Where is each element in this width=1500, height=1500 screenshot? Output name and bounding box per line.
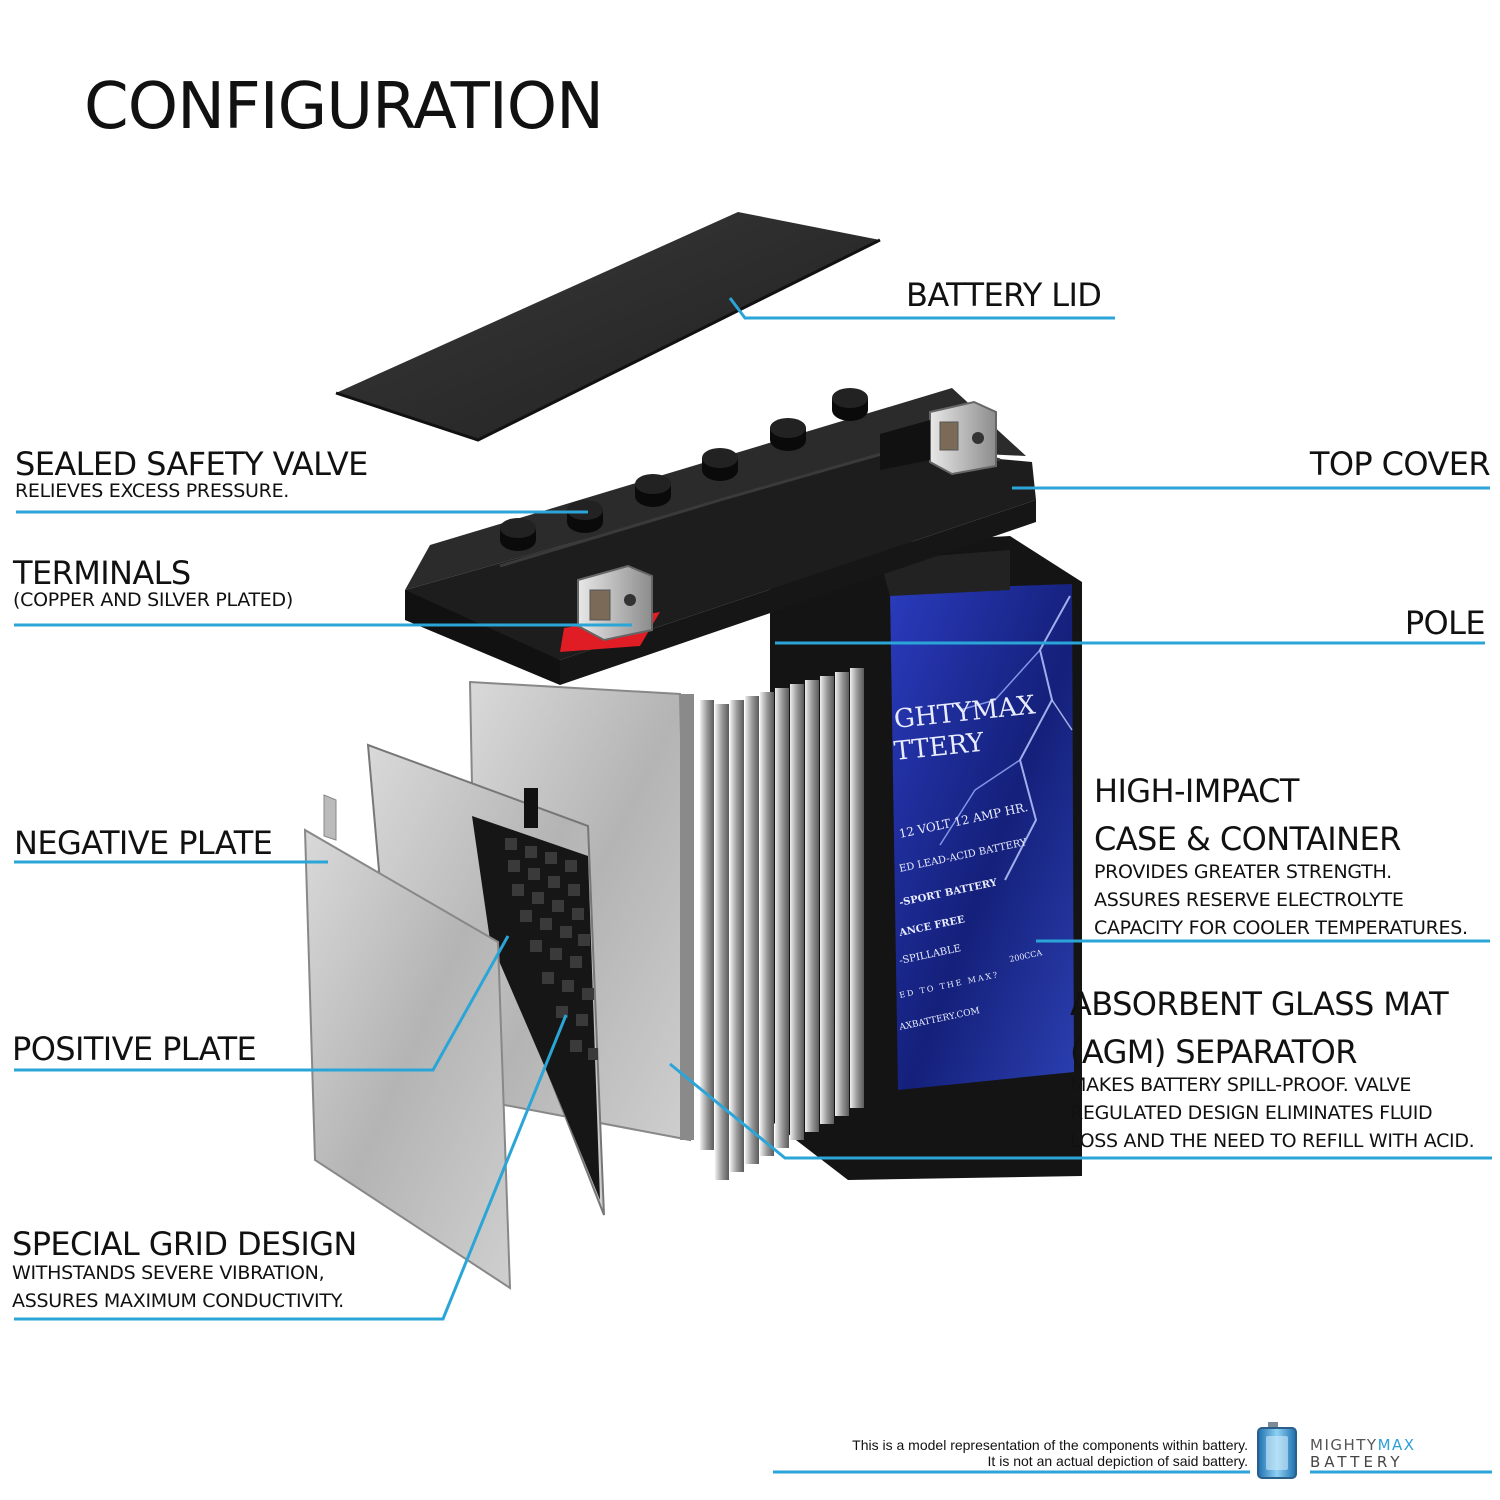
special-grid-subtext-2: ASSURES MAXIMUM CONDUCTIVITY.	[12, 1290, 344, 1312]
disclaimer-line-2: It is not an actual depiction of said ba…	[987, 1453, 1248, 1469]
callout-terminals: TERMINALS (COPPER AND SILVER PLATED)	[13, 554, 293, 614]
agm-separator-grid	[366, 743, 605, 1216]
terminal-positive	[929, 400, 997, 476]
callout-battery-lid: BATTERY LID	[906, 276, 1102, 314]
callout-sealed-valve: SEALED SAFETY VALVE RELIEVES EXCESS PRES…	[15, 445, 368, 505]
agm-subtext-2: REGULATED DESIGN ELIMINATES FLUID	[1070, 1102, 1433, 1124]
high-impact-subtext-1: PROVIDES GREATER STRENGTH.	[1094, 861, 1392, 883]
battery-icon	[1257, 1422, 1297, 1479]
callout-special-grid: SPECIAL GRID DESIGN WITHSTANDS SEVERE VI…	[12, 1225, 357, 1315]
callout-agm: ABSORBENT GLASS MAT (AGM) SEPARATOR MAKE…	[1070, 985, 1475, 1155]
logo-word-mighty: MIGHTY	[1310, 1436, 1378, 1454]
negative-plate-heading: NEGATIVE PLATE	[14, 824, 273, 862]
callout-pole: POLE	[1404, 604, 1486, 642]
callout-top-cover: TOP COVER	[1309, 445, 1491, 483]
leader-battery-lid	[728, 297, 1115, 320]
top-cover-heading: TOP COVER	[1309, 445, 1491, 483]
logo-word-battery: BATTERY	[1310, 1453, 1404, 1471]
terminals-subtext: (COPPER AND SILVER PLATED)	[13, 589, 293, 611]
high-impact-subtext-2: ASSURES RESERVE ELECTROLYTE	[1094, 889, 1404, 911]
disclaimer-line-1: This is a model representation of the co…	[852, 1437, 1248, 1453]
sealed-valve-heading: SEALED SAFETY VALVE	[15, 445, 368, 483]
callout-high-impact: HIGH-IMPACT CASE & CONTAINER PROVIDES GR…	[1094, 772, 1468, 942]
callout-negative-plate: NEGATIVE PLATE	[14, 824, 273, 862]
brand-logo: MIGHTYMAX BATTERY	[1310, 1437, 1416, 1471]
leader-special-grid	[14, 1014, 568, 1321]
leader-positive-plate	[14, 935, 510, 1072]
agm-subtext-3: LOSS AND THE NEED TO REFILL WITH ACID.	[1070, 1130, 1475, 1152]
special-grid-heading: SPECIAL GRID DESIGN	[12, 1225, 357, 1263]
special-grid-subtext-1: WITHSTANDS SEVERE VIBRATION,	[12, 1262, 325, 1284]
logo-word-max: MAX	[1377, 1436, 1416, 1454]
leader-agm	[669, 1062, 1492, 1160]
agm-subtext-1: MAKES BATTERY SPILL-PROOF. VALVE	[1070, 1074, 1412, 1096]
agm-heading-1: ABSORBENT GLASS MAT	[1070, 985, 1449, 1023]
terminal-negative	[577, 564, 653, 642]
battery-lid-part	[335, 212, 881, 442]
battery-lid-heading: BATTERY LID	[906, 276, 1102, 314]
agm-heading-2: (AGM) SEPARATOR	[1070, 1033, 1357, 1071]
high-impact-subtext-3: CAPACITY FOR COOLER TEMPERATURES.	[1094, 917, 1468, 939]
high-impact-heading-2: CASE & CONTAINER	[1094, 820, 1401, 858]
leader-lines	[14, 297, 1492, 1474]
pole-heading: POLE	[1404, 604, 1486, 642]
sealed-valve-subtext: RELIEVES EXCESS PRESSURE.	[15, 480, 290, 502]
top-cover-part	[405, 388, 1036, 685]
positive-plate-heading: POSITIVE PLATE	[12, 1030, 257, 1068]
terminals-heading: TERMINALS	[13, 554, 191, 592]
page-title: CONFIGURATION	[84, 70, 604, 144]
callout-positive-plate: POSITIVE PLATE	[12, 1030, 257, 1068]
high-impact-heading-1: HIGH-IMPACT	[1094, 772, 1299, 810]
negative-plate-part	[303, 794, 512, 1290]
disclaimer: This is a model representation of the co…	[852, 1437, 1248, 1469]
